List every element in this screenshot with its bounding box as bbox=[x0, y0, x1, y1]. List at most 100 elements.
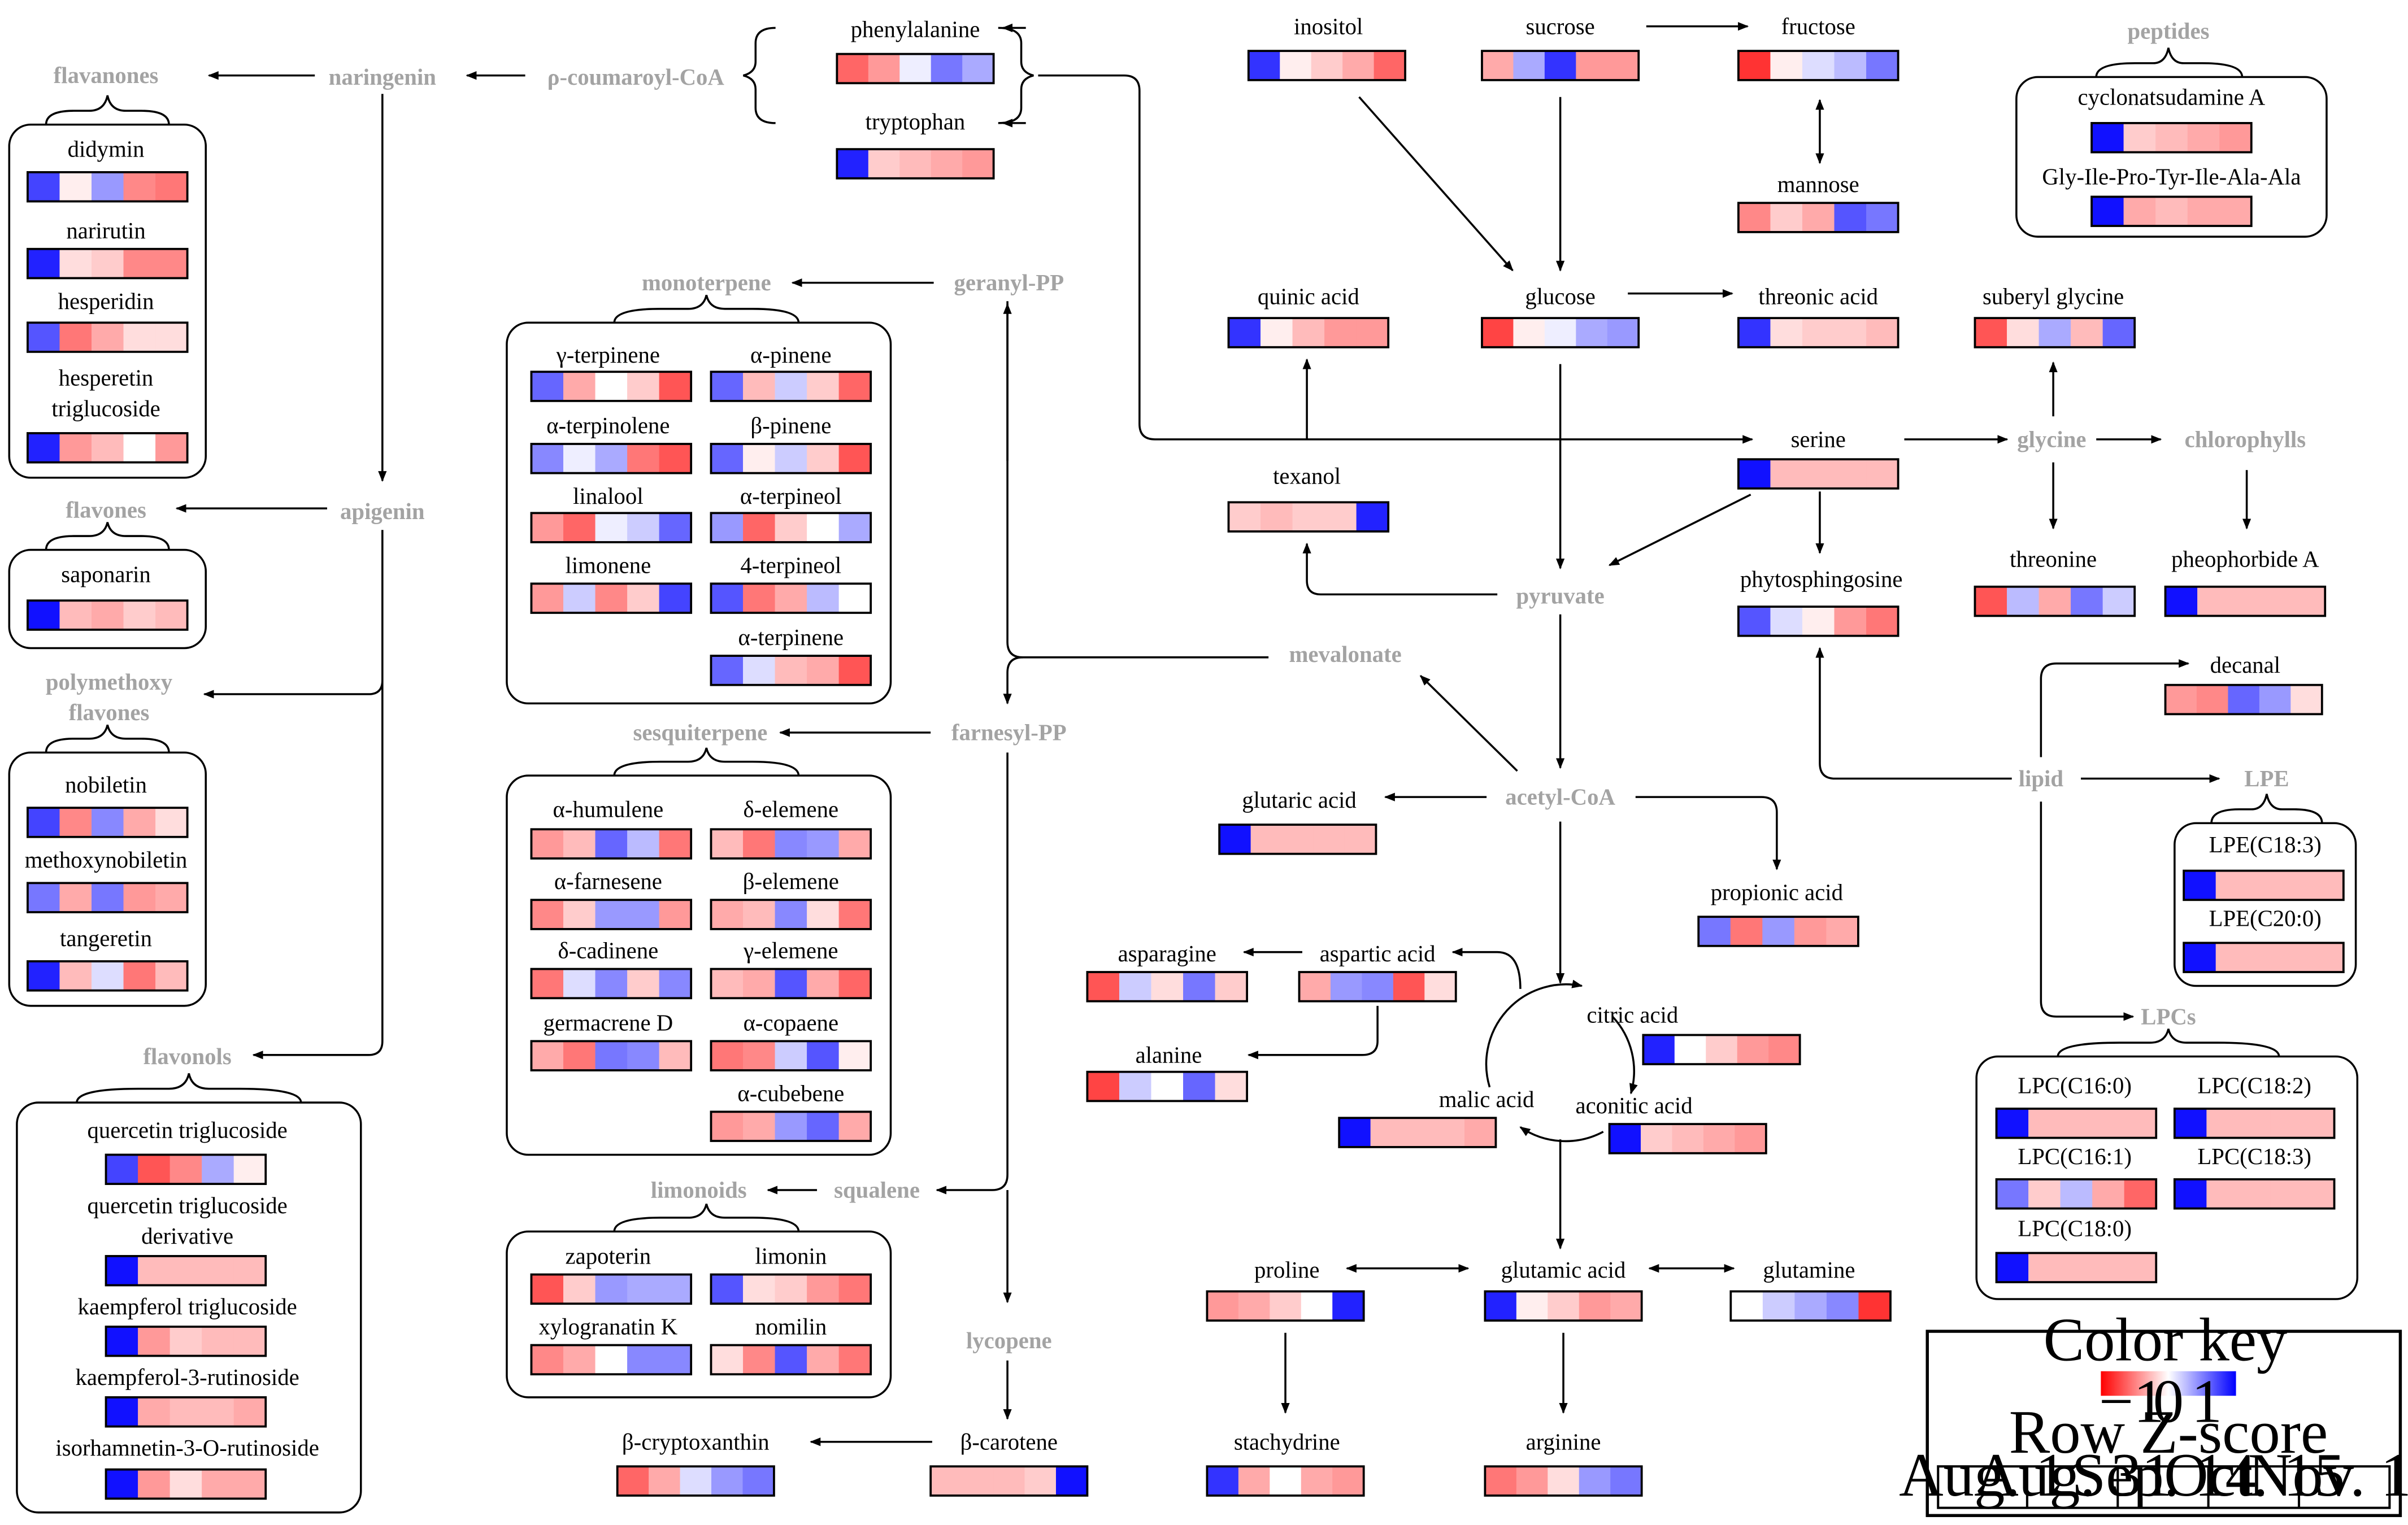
metabolite-label: decanal bbox=[2210, 652, 2280, 678]
heatmap-cell bbox=[169, 1326, 202, 1356]
heatmap-cell bbox=[807, 829, 840, 859]
heatmap-cell bbox=[1516, 1291, 1549, 1321]
heatmap-cell bbox=[1183, 972, 1216, 1001]
heatmap-cell bbox=[627, 583, 660, 613]
heatmap-cell bbox=[659, 372, 692, 401]
heatmap-cell bbox=[59, 323, 92, 352]
heatmap-cell bbox=[1485, 1291, 1517, 1321]
heatmap-cell bbox=[169, 1469, 202, 1499]
heatmap-cell bbox=[1834, 607, 1867, 636]
metabolite-label-line: hesperetin bbox=[59, 365, 154, 391]
heatmap-cell bbox=[711, 969, 744, 999]
metabolite-label: phytosphingosine bbox=[1740, 567, 1903, 592]
metabolite-label: LPE(C18:3) bbox=[2209, 832, 2322, 857]
brace-flavones bbox=[45, 522, 170, 550]
heatmap-cell bbox=[123, 883, 156, 913]
metabolite-label: pheophorbide A bbox=[2171, 546, 2319, 572]
metabolite-methoxynobiletin: methoxynobiletin bbox=[25, 847, 189, 913]
arrow-tca-malic-citric bbox=[1485, 979, 1583, 1088]
heatmap-cell bbox=[1770, 318, 1803, 347]
heatmap-cell bbox=[169, 1154, 202, 1184]
heatmap-cell bbox=[1228, 318, 1261, 347]
arrow-acetylcoa-mevalonate bbox=[1419, 675, 1518, 772]
heatmap-cell bbox=[531, 1274, 564, 1304]
heatmap-cell bbox=[2238, 1179, 2271, 1209]
heatmap-cell bbox=[1548, 1291, 1580, 1321]
metabolite-mannose: mannose bbox=[1737, 172, 1900, 233]
heatmap-cell bbox=[2215, 943, 2249, 973]
heatmap-box-border bbox=[1974, 585, 2136, 617]
metabolite-kaempferol-3-rutinoside: kaempferol-3-rutinoside bbox=[76, 1365, 299, 1428]
heatmap-cell bbox=[155, 323, 188, 352]
heatmap-cell bbox=[563, 1345, 596, 1375]
heatmap-cell bbox=[2279, 943, 2313, 973]
heatmap-cell bbox=[743, 513, 776, 542]
brace-flavanones bbox=[45, 95, 170, 125]
heatmap-cell bbox=[155, 808, 188, 837]
heatmap-cell bbox=[807, 372, 840, 401]
metabolite-quinic-acid: quinic acid bbox=[1227, 284, 1390, 348]
metabolite-quercetin-triglucoside: quercetin triglucoside bbox=[87, 1118, 288, 1186]
heatmap-box-border bbox=[1227, 317, 1390, 348]
heatmap-box-border bbox=[710, 1344, 872, 1376]
heatmap-cell bbox=[27, 433, 60, 463]
heatmap-box-border bbox=[1484, 1465, 1643, 1497]
heatmap-cell bbox=[595, 583, 628, 613]
metabolite-limonin: limonin bbox=[710, 1243, 872, 1305]
heatmap-cell bbox=[2187, 197, 2220, 226]
heatmap-cell bbox=[711, 372, 744, 401]
frame-flavanones bbox=[8, 123, 207, 479]
metabolite-a-terpineol: α-terpineol bbox=[710, 483, 872, 543]
heatmap-cell bbox=[838, 583, 871, 613]
heatmap-cell bbox=[962, 149, 994, 178]
heatmap-cell bbox=[2092, 1108, 2125, 1138]
metabolite-label: xylogranatin K bbox=[539, 1314, 678, 1339]
heatmap-cell bbox=[1248, 51, 1281, 80]
heatmap-cell bbox=[1672, 1124, 1704, 1153]
heatmap-cell bbox=[106, 1154, 138, 1184]
heatmap-cell bbox=[1219, 825, 1251, 854]
heatmap-cell bbox=[659, 829, 692, 859]
heatmap-cell bbox=[1770, 51, 1803, 80]
metabolite-lpe-c20-0: LPE(C20:0) bbox=[2183, 905, 2345, 973]
heatmap-cell bbox=[531, 1345, 564, 1375]
heatmap-cell bbox=[743, 1112, 776, 1141]
metabolite-label: nobiletin bbox=[65, 772, 147, 798]
heatmap-cell bbox=[155, 172, 188, 202]
heatmap-box-border bbox=[1995, 1108, 2158, 1139]
heatmap-box-border bbox=[27, 599, 189, 631]
pathway-label-lpcs: LPCs bbox=[2141, 1004, 2196, 1029]
heatmap-box-border bbox=[1974, 317, 2136, 348]
heatmap-cell bbox=[838, 1274, 871, 1304]
arrow-lipid-decanal bbox=[2040, 659, 2190, 757]
heatmap-cell bbox=[1802, 459, 1835, 489]
heatmap-cell bbox=[2187, 123, 2220, 152]
metabolite-label-line: quercetin triglucoside bbox=[87, 1193, 287, 1218]
heatmap-cell bbox=[1866, 607, 1899, 636]
heatmap-cell bbox=[659, 1345, 692, 1375]
arrow-tca-aspartic bbox=[1451, 948, 1522, 989]
metabolite-label: malic acid bbox=[1439, 1087, 1535, 1112]
heatmap-cell bbox=[155, 249, 188, 278]
heatmap-cell bbox=[627, 1345, 660, 1375]
metabolite-a-humulene: α-humulene bbox=[530, 796, 693, 860]
pathway-label-farnesyl-pp: farnesyl-PP bbox=[951, 720, 1067, 746]
metabolite-label: α-terpinene bbox=[738, 625, 844, 650]
heatmap-cell bbox=[711, 1112, 744, 1141]
heatmap-cell bbox=[1024, 1466, 1057, 1496]
heatmap-cell bbox=[659, 583, 692, 613]
heatmap-box-border bbox=[1227, 501, 1390, 533]
heatmap-cell bbox=[1610, 1291, 1642, 1321]
heatmap-cell bbox=[563, 969, 596, 999]
metabolite-label: quinic acid bbox=[1258, 284, 1359, 310]
heatmap-cell bbox=[1292, 502, 1325, 531]
heatmap-cell bbox=[1481, 51, 1514, 80]
metabolite-lpc-c18-0: LPC(C18:0) bbox=[1995, 1216, 2158, 1283]
heatmap-cell bbox=[743, 443, 776, 473]
heatmap-cell bbox=[807, 1345, 840, 1375]
brace-limonoids bbox=[613, 1204, 800, 1232]
heatmap-box-border bbox=[1218, 823, 1377, 855]
arrow-tca-aconitic-malic bbox=[1519, 1126, 1604, 1143]
metabolite-label: threonine bbox=[2010, 546, 2097, 572]
heatmap-cell bbox=[1610, 1466, 1642, 1496]
